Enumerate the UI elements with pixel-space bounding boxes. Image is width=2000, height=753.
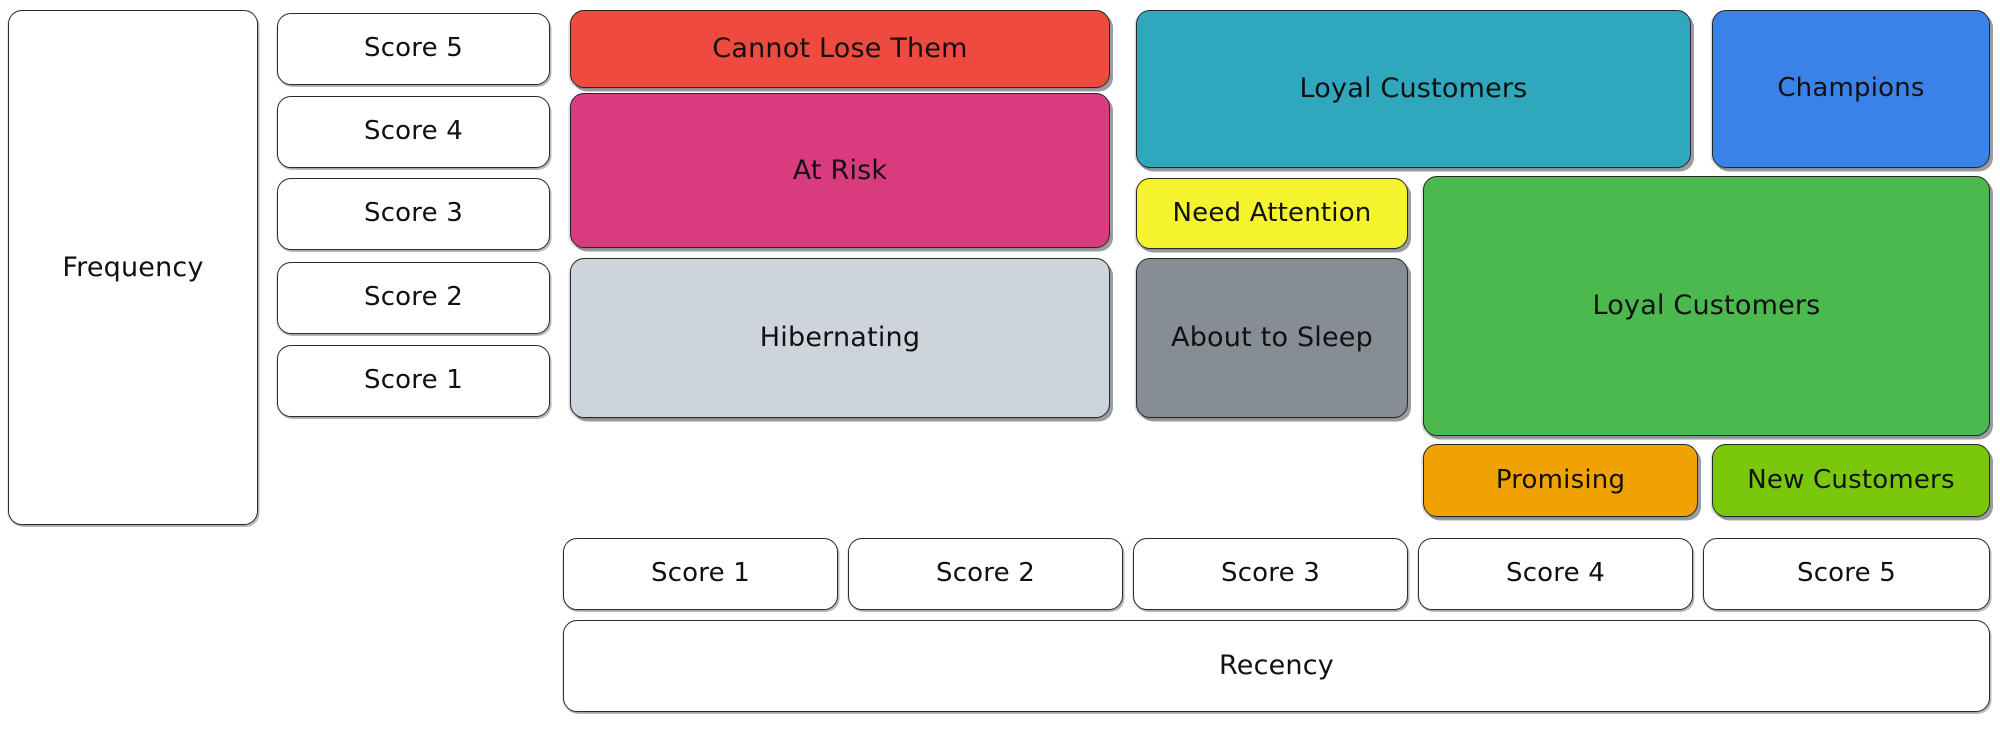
frequency-score-5[interactable]: Score 5 (277, 13, 550, 85)
frequency-score-2[interactable]: Score 2 (277, 262, 550, 334)
segment-at-risk-label: At Risk (792, 154, 888, 186)
segment-loyal-customers-green-label: Loyal Customers (1592, 290, 1821, 322)
recency-score-3[interactable]: Score 3 (1133, 538, 1408, 610)
segment-need-attention-label: Need Attention (1172, 197, 1372, 228)
segment-about-to-sleep[interactable]: About to Sleep (1136, 258, 1408, 418)
segment-loyal-customers-teal[interactable]: Loyal Customers (1136, 10, 1691, 168)
segment-need-attention[interactable]: Need Attention (1136, 178, 1408, 249)
frequency-score-1[interactable]: Score 1 (277, 345, 550, 417)
recency-axis-label: Recency (563, 620, 1990, 712)
segment-promising-label: Promising (1495, 464, 1626, 495)
segment-loyal-customers-teal-label: Loyal Customers (1299, 73, 1528, 105)
recency-score-5-label: Score 5 (1796, 558, 1897, 589)
segment-new-customers-label: New Customers (1747, 464, 1955, 495)
segment-promising[interactable]: Promising (1423, 444, 1698, 517)
recency-score-4-label: Score 4 (1505, 558, 1606, 589)
recency-score-1-label: Score 1 (650, 558, 751, 589)
recency-score-5[interactable]: Score 5 (1703, 538, 1990, 610)
frequency-axis-label-text: Frequency (62, 251, 204, 283)
recency-score-2-label: Score 2 (935, 558, 1036, 589)
frequency-score-3[interactable]: Score 3 (277, 178, 550, 250)
recency-score-3-label: Score 3 (1220, 558, 1321, 589)
frequency-axis-label: Frequency (8, 10, 258, 525)
frequency-score-1-label: Score 1 (363, 365, 464, 396)
segment-hibernating-label: Hibernating (759, 322, 921, 354)
frequency-score-4[interactable]: Score 4 (277, 96, 550, 168)
segment-cannot-lose-them[interactable]: Cannot Lose Them (570, 10, 1110, 88)
recency-axis-label-text: Recency (1219, 650, 1334, 682)
frequency-score-5-label: Score 5 (363, 33, 464, 64)
frequency-score-3-label: Score 3 (363, 198, 464, 229)
segment-champions-label: Champions (1777, 73, 1925, 104)
segment-new-customers[interactable]: New Customers (1712, 444, 1990, 517)
recency-score-2[interactable]: Score 2 (848, 538, 1123, 610)
segment-cannot-lose-them-label: Cannot Lose Them (712, 33, 968, 65)
frequency-score-2-label: Score 2 (363, 282, 464, 313)
segment-about-to-sleep-label: About to Sleep (1171, 322, 1373, 354)
recency-score-1[interactable]: Score 1 (563, 538, 838, 610)
segment-loyal-customers-green[interactable]: Loyal Customers (1423, 176, 1990, 436)
segment-at-risk[interactable]: At Risk (570, 93, 1110, 248)
frequency-score-4-label: Score 4 (363, 116, 464, 147)
segment-champions[interactable]: Champions (1712, 10, 1990, 168)
segment-hibernating[interactable]: Hibernating (570, 258, 1110, 418)
recency-score-4[interactable]: Score 4 (1418, 538, 1693, 610)
